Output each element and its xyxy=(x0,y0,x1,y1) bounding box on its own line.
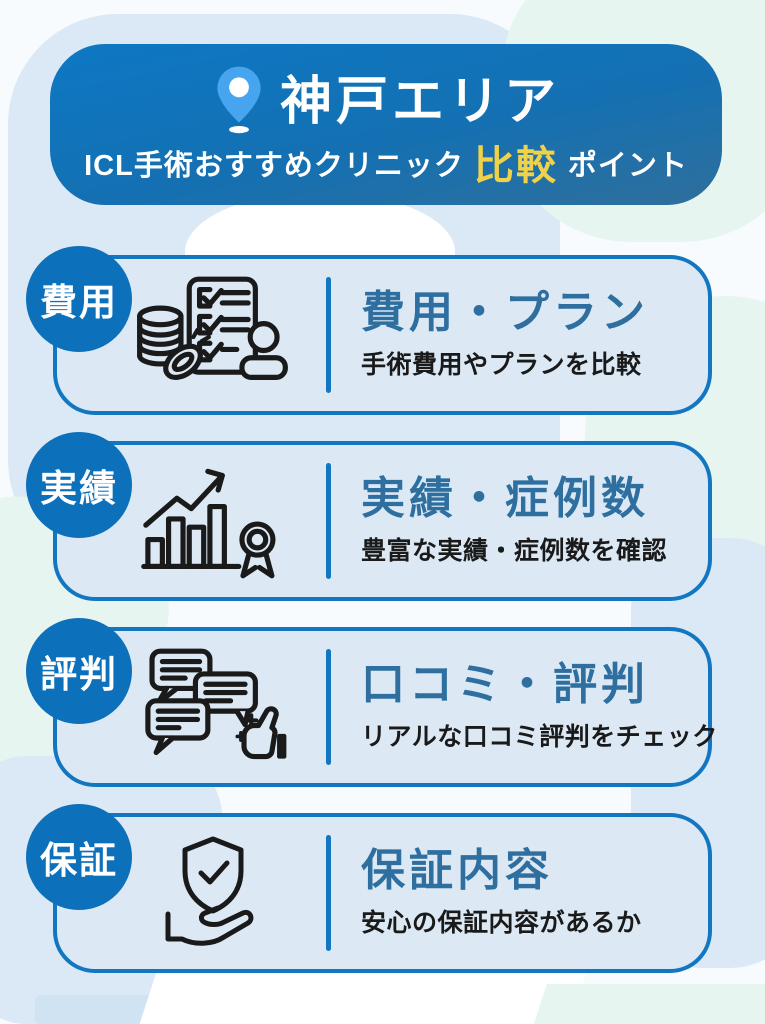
shield-hand-icon xyxy=(123,817,303,969)
header-subtitle: ICL手術おすすめクリニック 比較 ポイント xyxy=(84,146,688,186)
header-banner: 神戸エリア ICL手術おすすめクリニック 比較 ポイント xyxy=(50,44,722,205)
card-reviews: 評判 xyxy=(26,618,717,787)
card-divider xyxy=(326,463,331,579)
subtitle-suffix: ポイント xyxy=(567,149,688,182)
card-description: 豊富な実績・症例数を確認 xyxy=(361,537,668,566)
card-title: 費用・プラン xyxy=(361,287,649,337)
badge-track-record: 実績 xyxy=(26,432,132,538)
badge-cost: 費用 xyxy=(26,246,132,352)
card-description: 安心の保証内容があるか xyxy=(361,909,642,938)
subtitle-prefix: ICL手術おすすめクリニック xyxy=(84,149,464,182)
card-divider xyxy=(326,835,331,951)
card-title: 口コミ・評判 xyxy=(361,659,649,709)
background-blob-mint-bottomright xyxy=(533,984,765,1024)
card-guarantee: 保証 保証内容 安心の保証内容があるか xyxy=(26,804,712,973)
coins-checklist-icon xyxy=(123,259,303,411)
card-description: 手術費用やプランを比較 xyxy=(361,351,642,380)
badge-reputation: 評判 xyxy=(26,618,132,724)
subtitle-highlight: 比較 xyxy=(473,144,558,188)
card-title: 保証内容 xyxy=(361,845,553,895)
card-track-record: 実績 実績・症例数 xyxy=(26,432,712,601)
badge-label: 保証 xyxy=(40,840,118,881)
card-description: リアルな口コミ評判をチェック xyxy=(361,723,718,752)
card-divider xyxy=(326,649,331,765)
badge-label: 実績 xyxy=(40,468,118,509)
badge-label: 評判 xyxy=(40,654,118,695)
card-title: 実績・症例数 xyxy=(361,473,649,523)
badge-guarantee: 保証 xyxy=(26,804,132,910)
speech-bubbles-thumbs-up-icon xyxy=(123,631,303,783)
bar-chart-award-icon xyxy=(123,445,303,597)
card-cost-plan: 費用 xyxy=(26,246,712,415)
page-title: 神戸エリア xyxy=(279,72,560,131)
card-divider xyxy=(326,277,331,393)
location-pin-icon xyxy=(212,63,266,140)
badge-label: 費用 xyxy=(40,282,118,323)
background-blob-white-bottom xyxy=(138,968,588,1024)
